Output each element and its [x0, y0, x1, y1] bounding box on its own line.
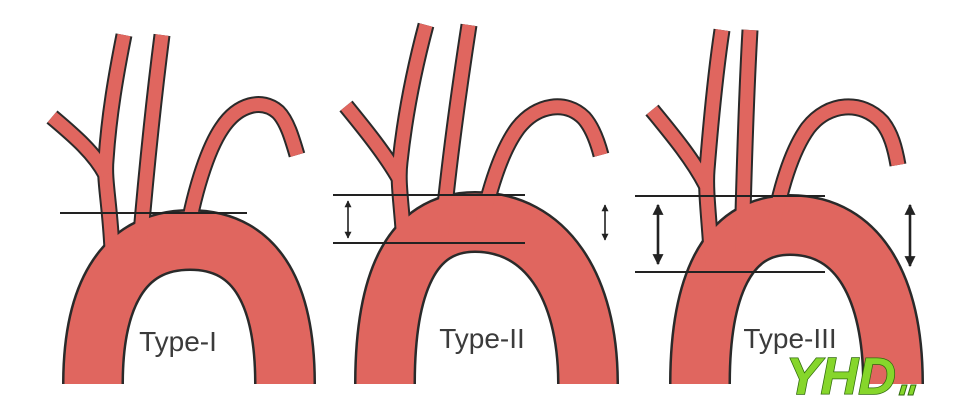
type-1-panel: Type-I: [52, 35, 297, 384]
type-1-label: Type-I: [139, 326, 217, 357]
yhd-logo: YHD: [785, 347, 917, 407]
type-2-panel: Type-II: [333, 25, 605, 384]
type-3-left-common-carotid: [742, 30, 750, 252]
type-3-panel: Type-III: [635, 30, 910, 384]
type-2-label: Type-II: [439, 323, 525, 354]
type-1-right-subclavian-artery: [52, 117, 106, 175]
type-1-aortic-arch: [93, 240, 285, 384]
logo-mark-dots: [898, 384, 917, 396]
type-2-right-subclavian-artery: [346, 106, 400, 180]
logo-text: YHD: [786, 348, 896, 406]
type-3-right-subclavian-artery: [652, 110, 706, 185]
type-3-label: Type-III: [743, 323, 836, 354]
